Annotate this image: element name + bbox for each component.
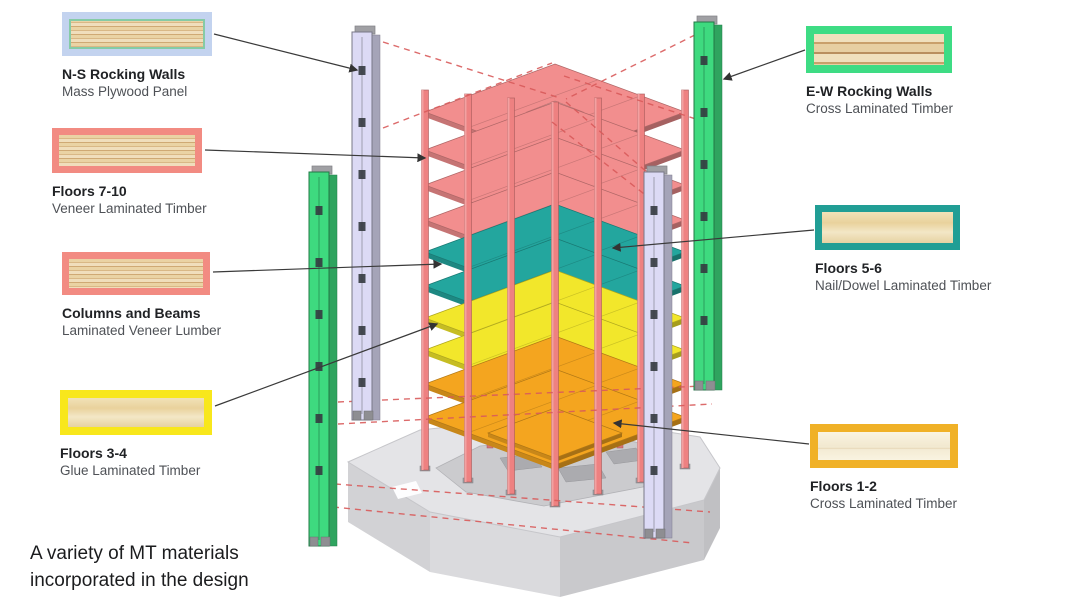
leader-arrow [214, 322, 439, 407]
label-subtitle: Glue Laminated Timber [60, 463, 201, 478]
dashed-alignment-line [565, 29, 706, 100]
panel-connector [358, 326, 366, 335]
podium-side [704, 468, 720, 560]
podium-side [348, 462, 430, 572]
rocking-wall-panels [308, 15, 723, 547]
panel-connector [650, 362, 658, 371]
columns-and-beams-swatch [62, 252, 210, 295]
panel-connector [358, 66, 366, 75]
dashed-alignment-line [337, 385, 704, 403]
ns-wall-panel-right [643, 165, 673, 539]
column-front [549, 101, 561, 508]
panel-connector [650, 206, 658, 215]
label-title: Columns and Beams [62, 305, 201, 321]
label-title: N-S Rocking Walls [62, 66, 186, 82]
panel-connector [650, 258, 658, 267]
label-subtitle: Nail/Dowel Laminated Timber [815, 278, 992, 293]
panel-connector [650, 466, 658, 475]
ns-wall-panel-left [351, 25, 381, 421]
panel-connector [700, 316, 708, 325]
leader-arrow [722, 49, 806, 81]
floors-1-2-swatch [810, 424, 958, 468]
ns-rocking-walls-swatch [62, 12, 212, 56]
panel-connector [700, 212, 708, 221]
label-title: Floors 3-4 [60, 445, 127, 461]
label-subtitle: Mass Plywood Panel [62, 84, 188, 99]
leader-arrow [213, 33, 359, 73]
panel-connector [315, 310, 323, 319]
material-label-floors-3-4: Floors 3-4 Glue Laminated Timber [60, 390, 212, 479]
leader-arrow [611, 229, 815, 252]
column-front [419, 89, 431, 472]
label-title: E-W Rocking Walls [806, 83, 933, 99]
panel-connector [650, 310, 658, 319]
podium-notch [392, 481, 422, 499]
label-leader-arrows [204, 33, 815, 445]
panel-connector [700, 56, 708, 65]
label-title: Floors 7-10 [52, 183, 127, 199]
material-label-floors-7-10: Floors 7-10 Veneer Laminated Timber [52, 128, 207, 217]
panel-connector [358, 170, 366, 179]
dashed-alignment-line [565, 101, 657, 181]
ew-wall-panel-left [308, 165, 338, 547]
material-label-floors-5-6: Floors 5-6 Nail/Dowel Laminated Timber [815, 205, 991, 294]
panel-connector [315, 362, 323, 371]
floors-7-10-swatch [52, 128, 202, 173]
floors-5-6-swatch [815, 205, 960, 250]
dashed-alignment-line [563, 75, 706, 123]
floor-plate-orange [486, 407, 624, 462]
panel-connector [358, 378, 366, 387]
leader-arrow [212, 259, 443, 273]
material-label-ns-rocking-walls: N-S Rocking Walls Mass Plywood Panel [62, 12, 212, 100]
panel-connector [315, 414, 323, 423]
label-title: Floors 5-6 [815, 260, 882, 276]
label-subtitle: Veneer Laminated Timber [52, 201, 207, 216]
column-front [505, 97, 517, 496]
caption-line-2: incorporated in the design [30, 570, 249, 591]
label-title: Floors 1-2 [810, 478, 877, 494]
panel-connector [315, 466, 323, 475]
label-subtitle: Laminated Veneer Lumber [62, 323, 222, 338]
column-front [592, 97, 604, 496]
material-label-columns-and-beams: Columns and Beams Laminated Veneer Lumbe… [62, 252, 221, 339]
column-front [679, 89, 691, 470]
dashed-alignment-line [332, 506, 694, 544]
panel-connector [315, 206, 323, 215]
panel-connector [358, 118, 366, 127]
panel-connector [700, 108, 708, 117]
panel-connector [650, 414, 658, 423]
panel-connector [358, 222, 366, 231]
dashed-alignment-line [382, 62, 553, 129]
caption-line-1: A variety of MT materials [30, 543, 239, 564]
label-subtitle: Cross Laminated Timber [806, 101, 954, 116]
leader-arrow [612, 419, 810, 445]
slide-caption: A variety of MT materials incorporated i… [30, 540, 249, 594]
dashed-alignment-line [382, 41, 561, 99]
label-subtitle: Cross Laminated Timber [810, 496, 958, 511]
panel-connector [315, 258, 323, 267]
panel-connector [700, 264, 708, 273]
foundation-equipment [557, 463, 607, 483]
panel-connector [358, 274, 366, 283]
material-label-floors-1-2: Floors 1-2 Cross Laminated Timber [810, 424, 958, 512]
leader-arrow [204, 149, 427, 163]
podium-side [430, 512, 560, 597]
timber-tower [419, 63, 691, 508]
material-label-ew-rocking-walls: E-W Rocking Walls Cross Laminated Timber [806, 26, 953, 117]
ew-wall-panel-right [693, 15, 723, 391]
panel-connector [700, 160, 708, 169]
floors-3-4-swatch [60, 390, 212, 435]
column-front [462, 93, 474, 484]
dashed-alignment-line [551, 121, 649, 198]
ew-rocking-walls-swatch [806, 26, 952, 73]
